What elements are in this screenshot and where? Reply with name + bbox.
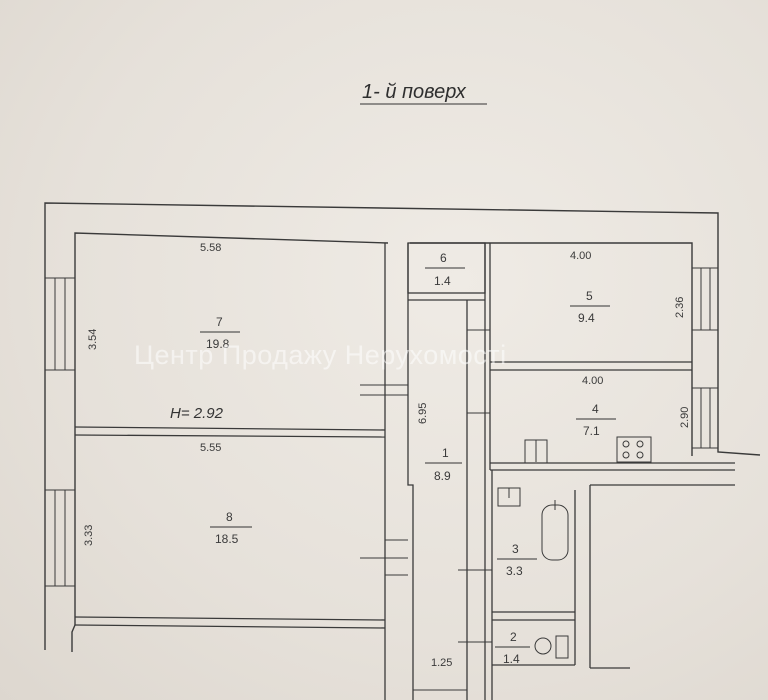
room-area: 7.1: [583, 424, 600, 438]
kitchen-sink-icon: [524, 439, 548, 464]
room-number: 4: [592, 402, 599, 416]
rooms-5-4-walls: [489, 243, 735, 471]
room-6-label: 6 1.4: [425, 251, 465, 288]
dim-room7-width: 5.58: [200, 242, 221, 254]
bathroom-walls: [491, 470, 735, 700]
dim-room8-depth: 3.33: [83, 525, 95, 546]
dim-room7-depth: 3.54: [87, 329, 99, 350]
room-number: 5: [586, 289, 593, 303]
watermark: Центр Продажу Нерухомості: [134, 340, 507, 370]
room-2-label: 2 1.4: [495, 630, 530, 666]
room-3-label: 3 3.3: [497, 542, 537, 578]
room-number: 7: [216, 315, 223, 329]
right-window-bottom: [691, 387, 719, 449]
room-7-label: 7 19.8: [200, 315, 240, 351]
room-area: 19.8: [206, 337, 230, 351]
room-8-label: 8 18.5: [210, 510, 252, 546]
right-window-top: [691, 267, 719, 331]
room-5-label: 5 9.4: [570, 289, 610, 325]
room-area: 3.3: [506, 564, 523, 578]
dim-room5-depth: 2.36: [674, 297, 686, 318]
room-area: 18.5: [215, 532, 239, 546]
room-area: 8.9: [434, 469, 451, 483]
floor-title: 1- й поверх: [362, 81, 467, 103]
stove-icon: [616, 436, 652, 463]
room-7-8-partition: [74, 426, 386, 438]
room-number: 6: [440, 251, 447, 265]
room-6-walls: [407, 242, 486, 700]
left-window-top: [44, 277, 76, 371]
doors-left: [360, 384, 408, 576]
dim-corridor-width: 1.25: [431, 657, 452, 669]
room-8-bottom-wall: [74, 616, 386, 629]
left-window-bottom: [44, 489, 76, 587]
room-number: 2: [510, 630, 517, 644]
dim-room5-width: 4.00: [570, 250, 591, 262]
room-number: 1: [442, 446, 449, 460]
corridor-left-wall: [384, 243, 414, 700]
room-1-label: 1 8.9: [425, 446, 462, 483]
bathtub-icon: [541, 500, 569, 561]
room-area: 9.4: [578, 311, 595, 325]
dim-corridor-length: 6.95: [417, 403, 429, 424]
ceiling-height-note: H= 2.92: [170, 405, 224, 422]
dim-room4-depth: 2.90: [679, 407, 691, 428]
room-number: 8: [226, 510, 233, 524]
corridor-door-marks: [413, 329, 492, 691]
room-4-label: 4 7.1: [576, 402, 616, 438]
dim-room8-width: 5.55: [200, 442, 221, 454]
toilet-icon: [534, 635, 569, 659]
room-number: 3: [512, 542, 519, 556]
room-area: 1.4: [503, 652, 520, 666]
room-area: 1.4: [434, 274, 451, 288]
bathroom-sink-icon: [497, 487, 521, 507]
dim-room4-width: 4.00: [582, 375, 603, 387]
